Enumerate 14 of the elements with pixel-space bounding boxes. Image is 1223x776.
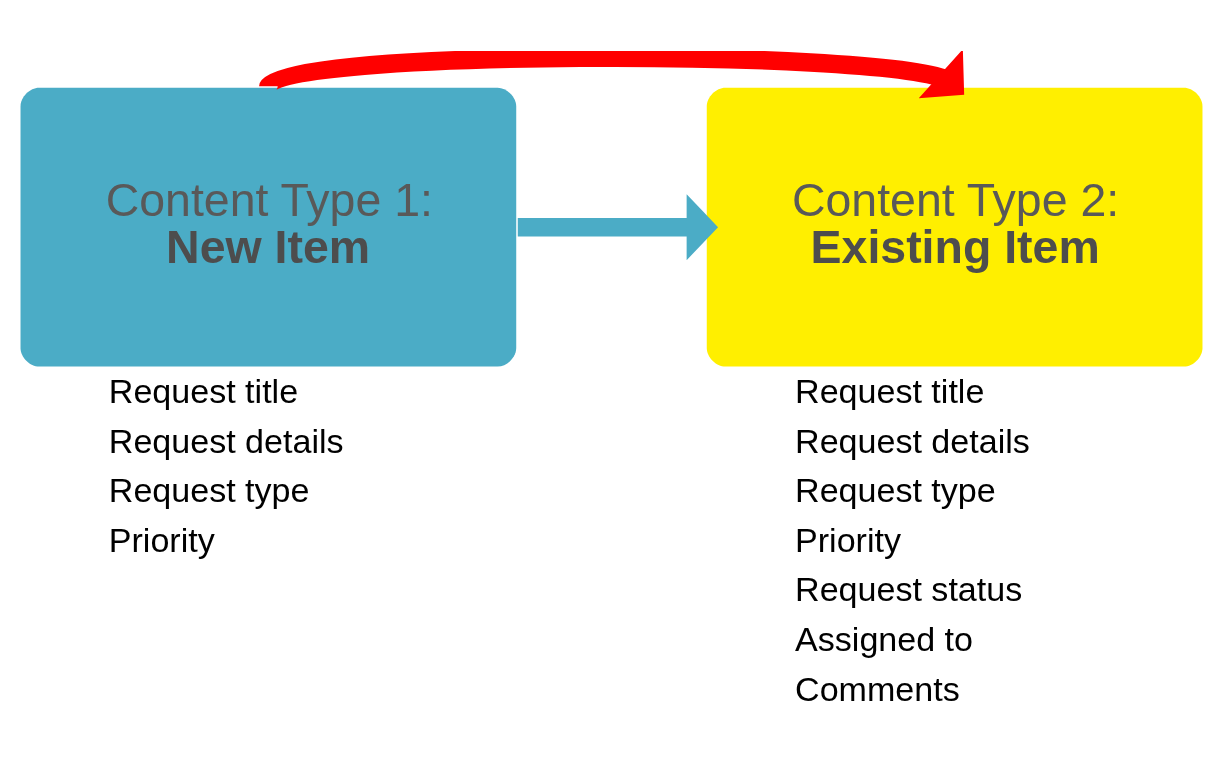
node-label: Request details — [108, 421, 344, 460]
node-label: Priority — [795, 520, 902, 559]
node-label: Request type — [108, 470, 310, 509]
node-box: Content Type 1: New Item — [20, 87, 517, 367]
arrow — [517, 193, 719, 260]
node-label: Assigned to — [795, 619, 974, 658]
node-label: Request title — [795, 371, 985, 410]
node-label: Priority — [108, 520, 215, 559]
node-label: Request title — [108, 371, 299, 410]
node-label: Request details — [795, 421, 1030, 460]
node-label: Request type — [795, 470, 996, 509]
node-label: Comments — [795, 669, 960, 708]
node-label: Request status — [795, 569, 1023, 608]
node-box: Content Type 2: Existing Item — [706, 87, 1203, 367]
